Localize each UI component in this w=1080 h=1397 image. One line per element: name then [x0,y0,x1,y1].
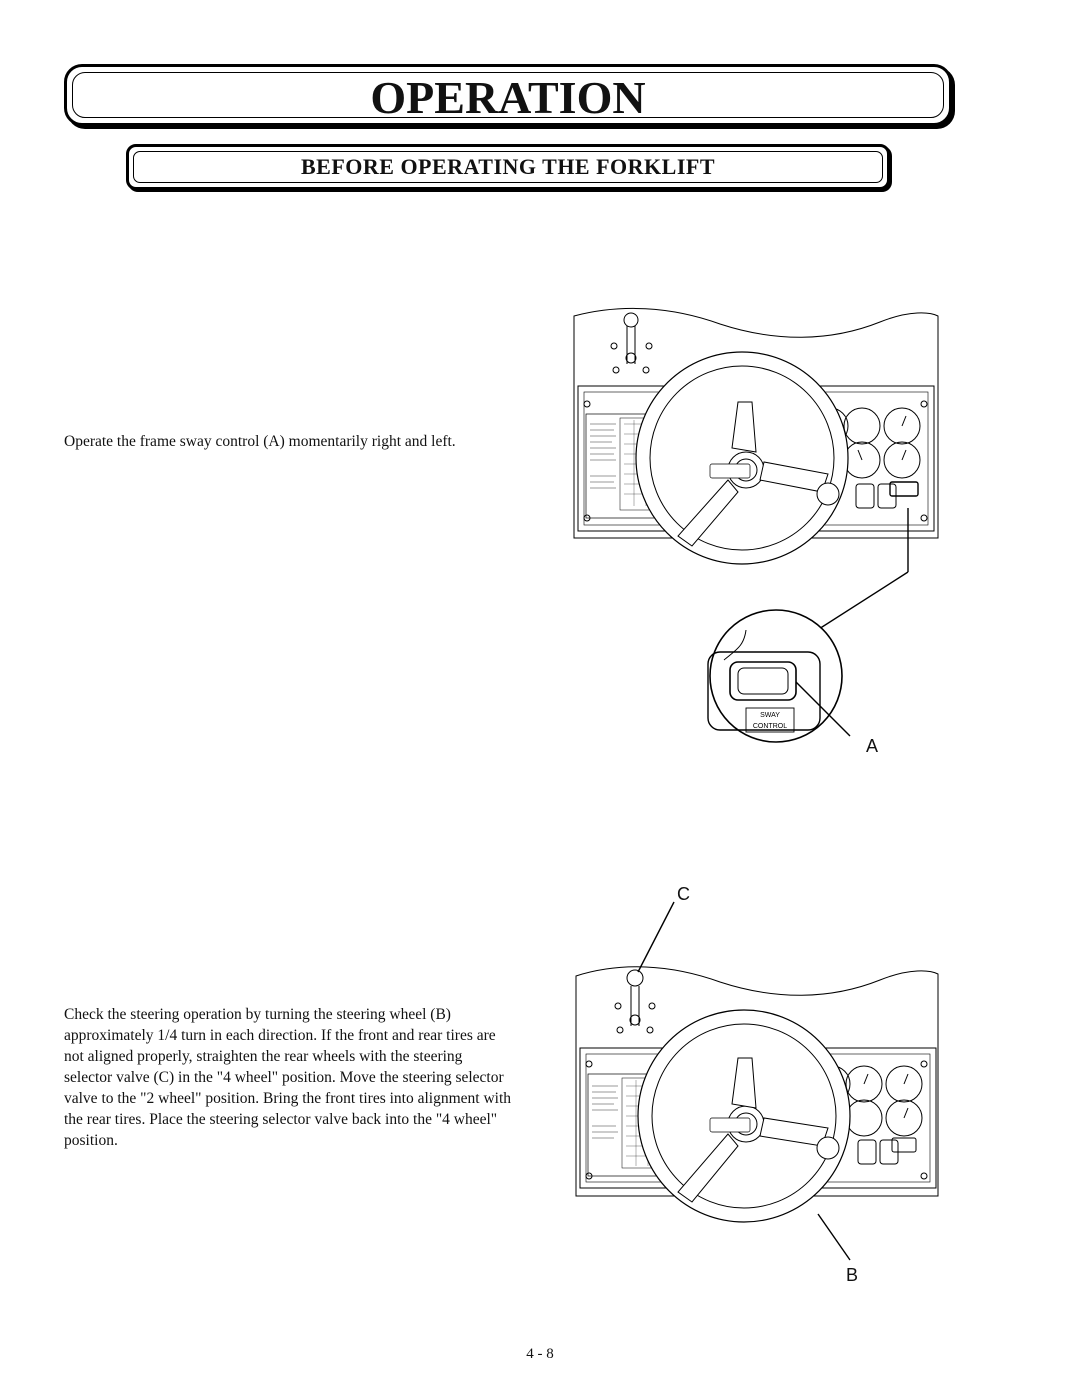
sway-label-line1: SWAY [760,712,780,719]
dashboard-steering-figure [575,901,939,1261]
callout-a: A [866,736,879,756]
page-number: 4 - 8 [526,1346,554,1362]
callout-c: C [677,884,690,904]
section-title: BEFORE OPERATING THE FORKLIFT [300,154,716,179]
instruction-sway-control: Operate the frame sway control (A) momen… [64,433,456,450]
page-title: OPERATION [370,72,646,123]
instruction-steering-check: Check the steering operation by turning … [64,1006,512,1149]
title-banner: OPERATION [64,64,952,126]
dashboard-sway-figure: SWAY CONTROL [573,307,939,743]
subtitle-banner: BEFORE OPERATING THE FORKLIFT [126,144,890,190]
callout-b: B [846,1265,859,1285]
sway-label-line2: CONTROL [753,723,787,730]
